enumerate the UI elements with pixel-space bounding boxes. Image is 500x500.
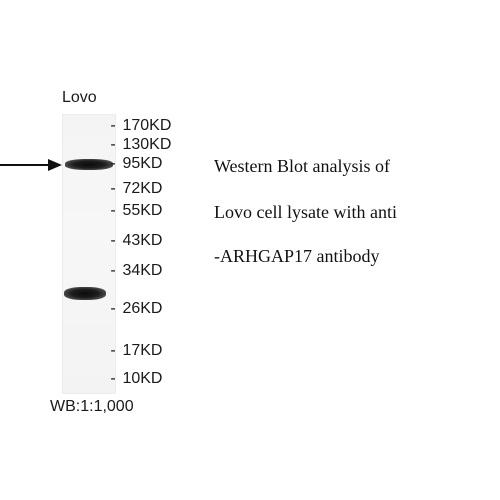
dilution-label: WB:1:1,000	[50, 398, 134, 415]
blot-band-upper	[65, 159, 113, 170]
marker-26kd: - 26KD	[110, 300, 163, 317]
marker-10kd: - 10KD	[110, 370, 163, 387]
blot-membrane	[62, 114, 116, 394]
caption-line-3: -ARHGAP17 antibody	[214, 246, 380, 266]
marker-43kd: - 43KD	[110, 232, 163, 249]
marker-72kd: - 72KD	[110, 180, 163, 197]
arrow-icon	[0, 159, 62, 171]
marker-34kd: - 34KD	[110, 262, 163, 279]
marker-170kd: - 170KD	[110, 117, 172, 134]
caption-line-2: Lovo cell lysate with anti	[214, 202, 397, 222]
marker-95kd: - 95KD	[110, 155, 163, 172]
marker-55kd: - 55KD	[110, 202, 163, 219]
blot-band-lower	[64, 287, 106, 300]
marker-17kd: - 17KD	[110, 342, 163, 359]
lane-label: Lovo	[62, 89, 97, 106]
caption-line-1: Western Blot analysis of	[214, 156, 391, 176]
marker-130kd: - 130KD	[110, 136, 172, 153]
